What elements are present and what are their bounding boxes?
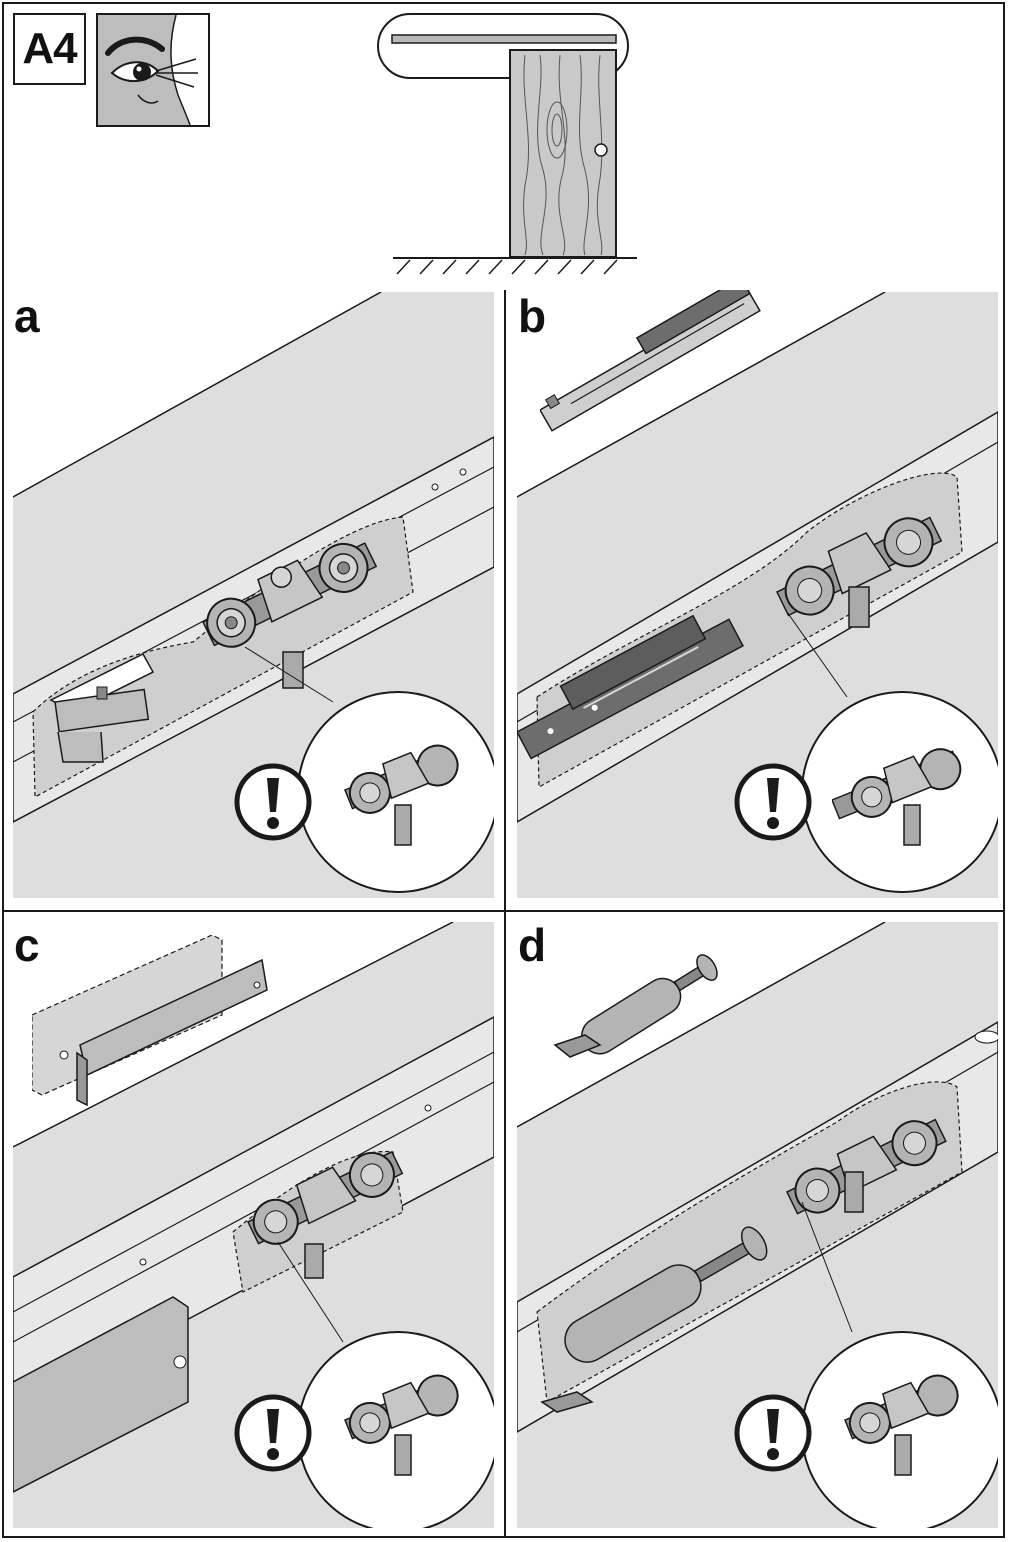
vertical-divider (504, 290, 506, 1536)
panel-label-b: b (518, 290, 547, 342)
soft-close-mechanism (540, 290, 780, 440)
carriage-zoom-c (335, 1360, 465, 1480)
door-icon (375, 10, 640, 275)
horizontal-divider (4, 910, 1003, 912)
exclamation-icon (233, 1393, 313, 1473)
damper-cylinder (550, 935, 720, 1065)
carriage-zoom-a (335, 730, 465, 850)
carriage-zoom-b (832, 730, 972, 850)
damper-plate (32, 935, 272, 1115)
exclamation-icon (733, 762, 813, 842)
panel-label-c: c (14, 919, 40, 971)
panel-label-a: a (14, 290, 40, 342)
step-label: A4 (13, 13, 86, 85)
panel-a (13, 292, 494, 898)
exclamation-icon (733, 1393, 813, 1473)
panel-label-d: d (518, 919, 547, 971)
carriage-zoom-d (835, 1360, 965, 1480)
eye-icon (96, 13, 210, 127)
exclamation-icon (233, 762, 313, 842)
